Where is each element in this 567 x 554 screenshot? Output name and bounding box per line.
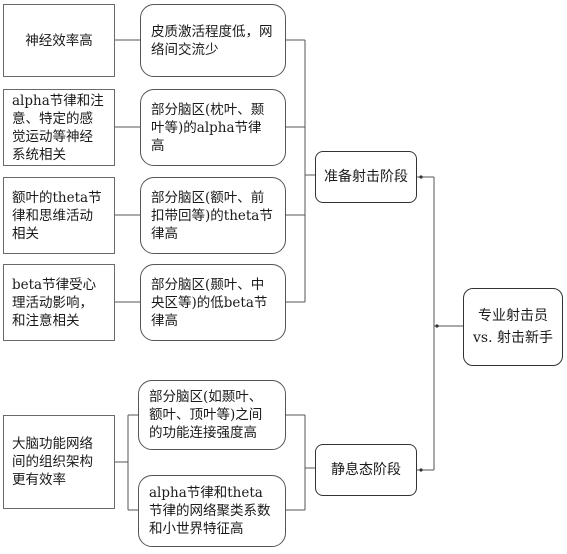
left-box-network-organization: 大脑功能网络间的组织架构更有效率 (3, 415, 115, 509)
left-box-theta-thinking: 额叶的theta节律和思维活动相关 (3, 177, 115, 254)
left-box-beta-attention: beta节律受心理活动影响，和注意相关 (3, 264, 115, 341)
phase-prep-shooting: 准备射击阶段 (315, 151, 417, 203)
left-box-alpha-attention: alpha节律和注意、特定的感觉运动等神经系统相关 (3, 89, 115, 166)
phase-label: 静息态阶段 (331, 462, 401, 478)
root-expert-vs-novice: 专业射击员 vs. 射击新手 (463, 288, 563, 366)
left-box-text: beta节律受心理活动影响，和注意相关 (12, 276, 97, 329)
mid-box-text: 部分脑区(额叶、前扣带回等)的theta节律高 (151, 189, 273, 242)
mid-box-small-world-high: alpha节律和theta节律的网络聚类系数和小世界特征高 (138, 475, 286, 547)
left-box-text: alpha节律和注意、特定的感觉运动等神经系统相关 (12, 92, 104, 163)
left-box-neural-efficiency: 神经效率高 (3, 4, 115, 77)
root-line-2: vs. 射击新手 (473, 330, 553, 346)
mid-box-text: 部分脑区(颞叶、中央区等)的低beta节律高 (151, 276, 268, 329)
left-box-text: 大脑功能网络间的组织架构更有效率 (12, 436, 93, 488)
mid-box-text: 部分脑区(如颞叶、额叶、顶叶等)之间的功能连接强度高 (149, 389, 263, 441)
mid-box-text: 皮质激活程度低，网络间交流少 (151, 23, 273, 58)
mid-box-cortical-activation: 皮质激活程度低，网络间交流少 (140, 4, 286, 77)
left-box-text: 神经效率高 (25, 32, 93, 49)
mid-box-low-beta-high: 部分脑区(颞叶、中央区等)的低beta节律高 (140, 264, 286, 341)
mid-box-text: 部分脑区(枕叶、颞叶等)的alpha节律高 (151, 101, 265, 154)
mid-box-text: alpha节律和theta节律的网络聚类系数和小世界特征高 (149, 485, 271, 537)
mid-box-alpha-high: 部分脑区(枕叶、颞叶等)的alpha节律高 (140, 89, 286, 166)
root-line-1: 专业射击员 (478, 308, 548, 324)
phase-resting-state: 静息态阶段 (315, 444, 417, 496)
left-box-text: 额叶的theta节律和思维活动相关 (12, 189, 102, 242)
mid-box-theta-high: 部分脑区(额叶、前扣带回等)的theta节律高 (140, 177, 286, 254)
phase-label: 准备射击阶段 (324, 169, 408, 185)
mid-box-connectivity-high: 部分脑区(如颞叶、额叶、顶叶等)之间的功能连接强度高 (138, 380, 286, 450)
